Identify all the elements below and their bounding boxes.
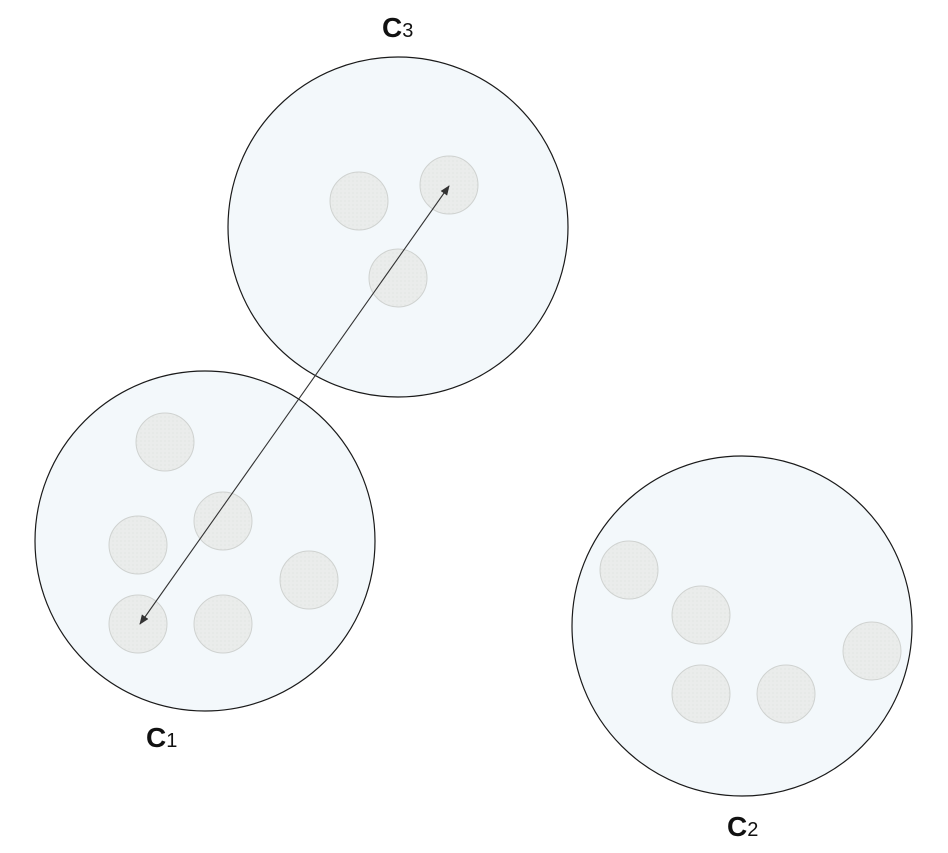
data-point xyxy=(329,171,389,231)
data-point xyxy=(842,621,902,681)
cluster-label-c1-sub: 1 xyxy=(166,730,177,752)
data-point xyxy=(756,664,816,724)
data-point xyxy=(599,540,659,600)
data-point xyxy=(419,155,479,215)
data-point xyxy=(108,594,168,654)
data-point xyxy=(135,412,195,472)
cluster-label-c2-main: C xyxy=(727,811,747,842)
cluster-c2-boundary xyxy=(571,455,913,797)
cluster-label-c3-sub: 3 xyxy=(402,20,413,42)
cluster-label-c2: C2 xyxy=(727,811,758,842)
cluster-label-c3: C3 xyxy=(382,12,413,43)
cluster-c2 xyxy=(571,455,913,797)
data-point xyxy=(193,594,253,654)
cluster-label-c3-main: C xyxy=(382,12,402,43)
data-point xyxy=(671,664,731,724)
cluster-label-c2-sub: 2 xyxy=(747,819,758,841)
data-point xyxy=(108,515,168,575)
data-point xyxy=(193,491,253,551)
cluster-c1 xyxy=(34,370,376,712)
cluster-c3-boundary xyxy=(227,56,569,398)
cluster-label-c1-main: C xyxy=(146,722,166,753)
data-point xyxy=(279,550,339,610)
cluster-label-c1: C1 xyxy=(146,722,177,753)
data-point xyxy=(671,585,731,645)
cluster-c3 xyxy=(227,56,569,398)
distance-arrow xyxy=(139,185,450,625)
